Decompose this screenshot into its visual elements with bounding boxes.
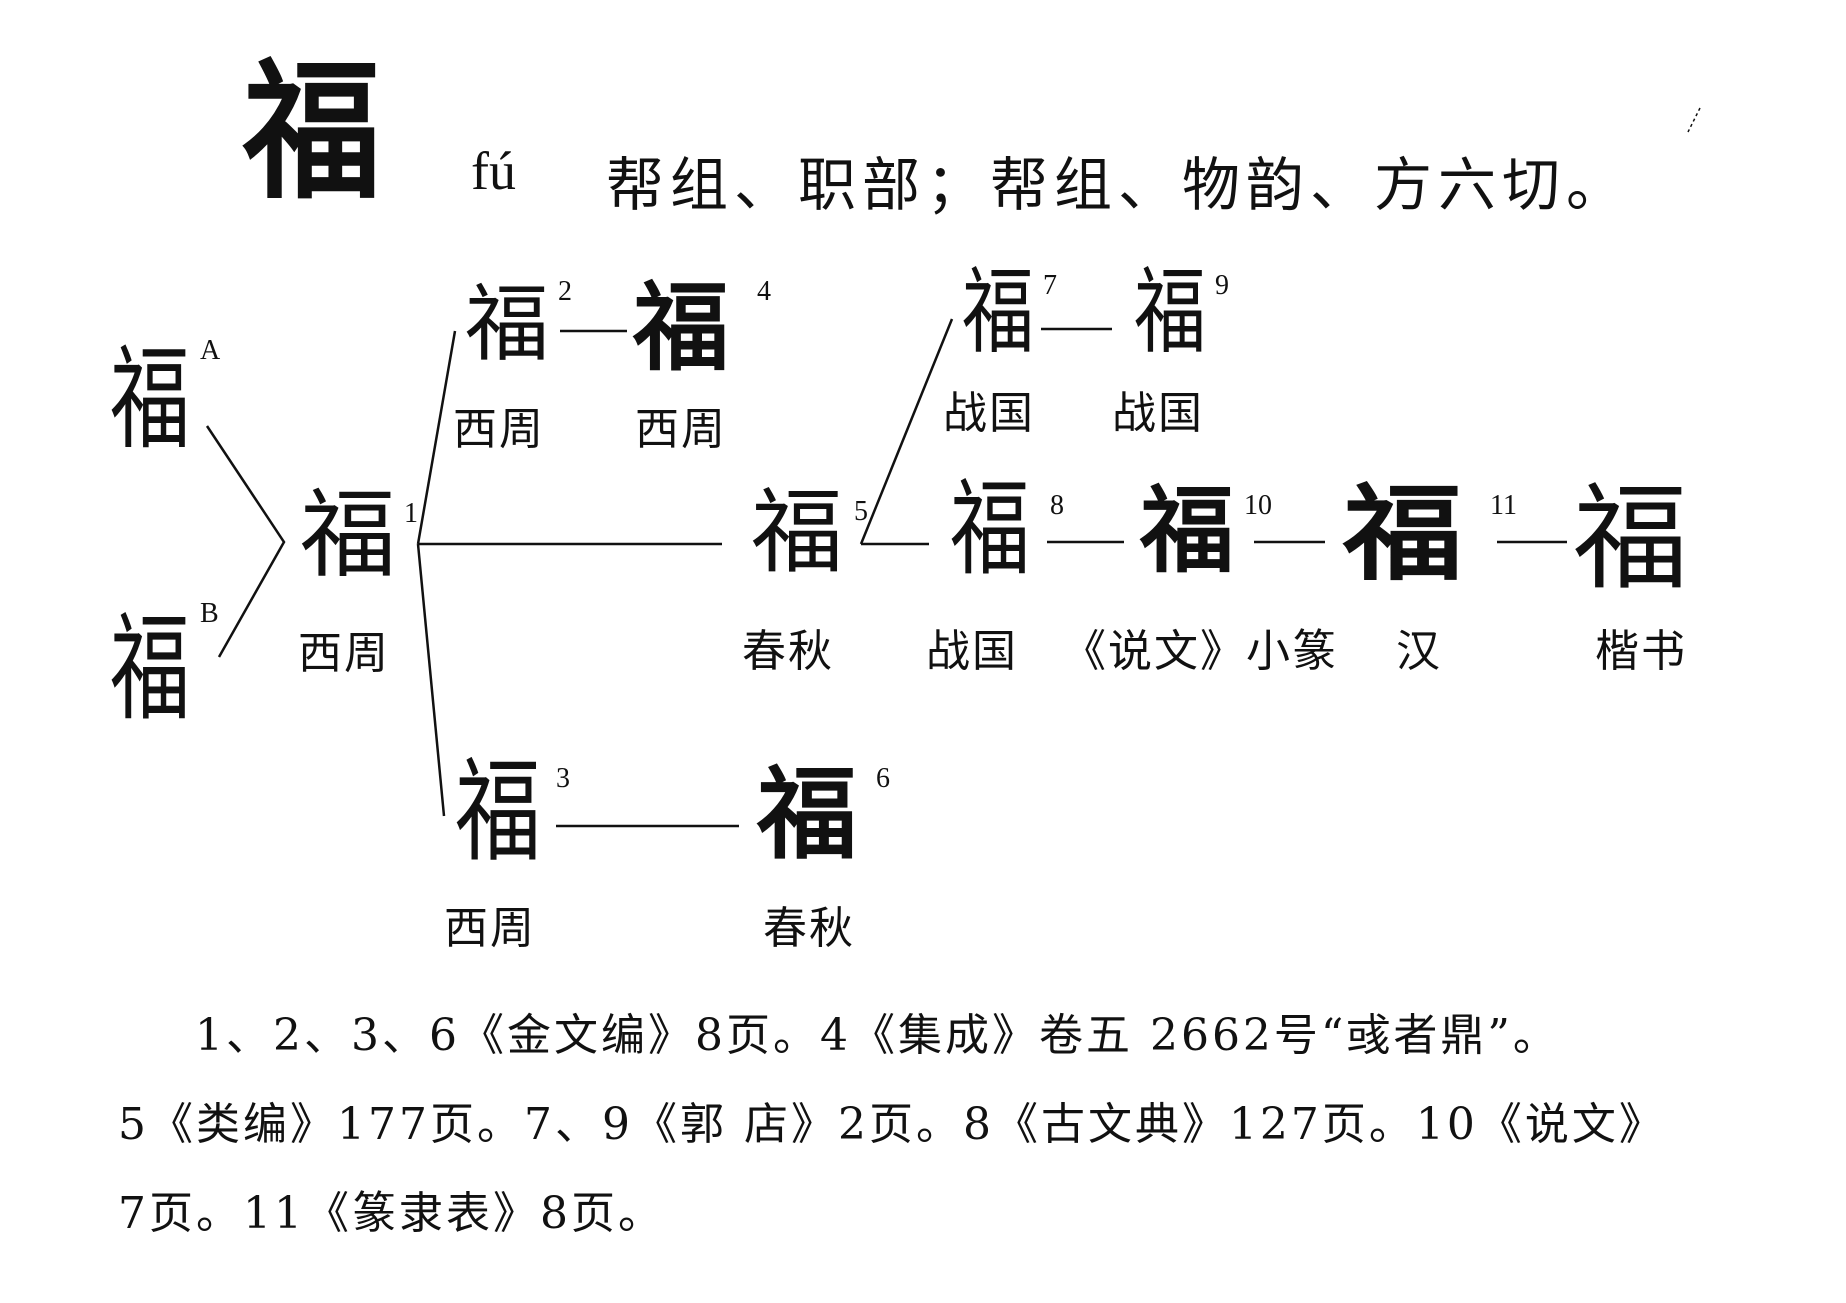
period-label-6: 春秋 bbox=[763, 903, 855, 954]
oracle-bracket-line bbox=[205, 425, 286, 658]
source-note-line-3: 7页。11《篆隶表》8页。 bbox=[118, 1188, 665, 1239]
glyph-10: 福 bbox=[1140, 477, 1235, 586]
form-number-9: 9 bbox=[1215, 270, 1229, 301]
glyph-kaishu: 福 bbox=[1573, 472, 1689, 606]
glyph-7: 福 bbox=[962, 257, 1035, 367]
glyph-5: 福 bbox=[751, 479, 844, 586]
period-label-4: 西周 bbox=[635, 404, 727, 455]
period-label-kaishu: 楷书 bbox=[1595, 626, 1687, 677]
oracle-label-a: A bbox=[200, 335, 221, 366]
period-label-9: 战国 bbox=[1112, 388, 1204, 439]
period-label-7: 战国 bbox=[943, 388, 1035, 439]
period-label-11: 汉 bbox=[1396, 626, 1442, 677]
form-number-2: 2 bbox=[558, 276, 572, 307]
form-number-8: 8 bbox=[1050, 490, 1064, 521]
period-label-3: 西周 bbox=[444, 903, 536, 954]
glyph-9: 福 bbox=[1134, 257, 1207, 367]
headword-character: 福 bbox=[243, 46, 382, 220]
stray-mark bbox=[1687, 107, 1701, 133]
glyph-11: 福 bbox=[1343, 473, 1463, 595]
form-number-7: 7 bbox=[1043, 270, 1057, 301]
form-number-10: 10 bbox=[1244, 490, 1272, 521]
line-1-to-3 bbox=[416, 543, 446, 817]
form-number-6: 6 bbox=[876, 763, 890, 794]
period-label-8: 战国 bbox=[926, 626, 1018, 677]
glyph-6: 福 bbox=[757, 756, 857, 873]
line-5-to-7 bbox=[859, 318, 954, 545]
glyph-2: 福 bbox=[465, 275, 550, 373]
glyph-4: 福 bbox=[633, 272, 729, 384]
form-number-3: 3 bbox=[556, 763, 570, 794]
period-label-1: 西周 bbox=[298, 628, 390, 679]
period-label-10: 《说文》小篆 bbox=[1062, 626, 1338, 677]
glyph-3: 福 bbox=[455, 748, 541, 878]
source-note-line-2: 5《类编》177页。7、9《郭 店》2页。8《古文典》127页。10《说文》 bbox=[118, 1099, 1666, 1150]
form-number-5: 5 bbox=[854, 496, 868, 527]
glyph-1: 福 bbox=[300, 479, 396, 591]
period-label-5: 春秋 bbox=[742, 626, 834, 677]
period-label-2: 西周 bbox=[453, 404, 545, 455]
form-number-1: 1 bbox=[404, 498, 418, 529]
source-note-line-1: 1、2、3、6《金文编》8页。4《集成》卷五 2662号“彧者鼎”。 bbox=[195, 1010, 1560, 1061]
line-1-to-2 bbox=[416, 330, 457, 545]
oracle-label-b: B bbox=[200, 598, 219, 629]
pinyin: fú bbox=[471, 141, 516, 201]
form-number-11: 11 bbox=[1490, 490, 1517, 521]
oracle-glyph-b: 福 bbox=[110, 601, 190, 737]
form-number-4: 4 bbox=[757, 276, 771, 307]
oracle-glyph-a: 福 bbox=[110, 334, 190, 465]
glyph-8: 福 bbox=[950, 468, 1030, 590]
phonological-reading: 帮组、职部；帮组、物韵、方六切。 bbox=[606, 151, 1631, 219]
